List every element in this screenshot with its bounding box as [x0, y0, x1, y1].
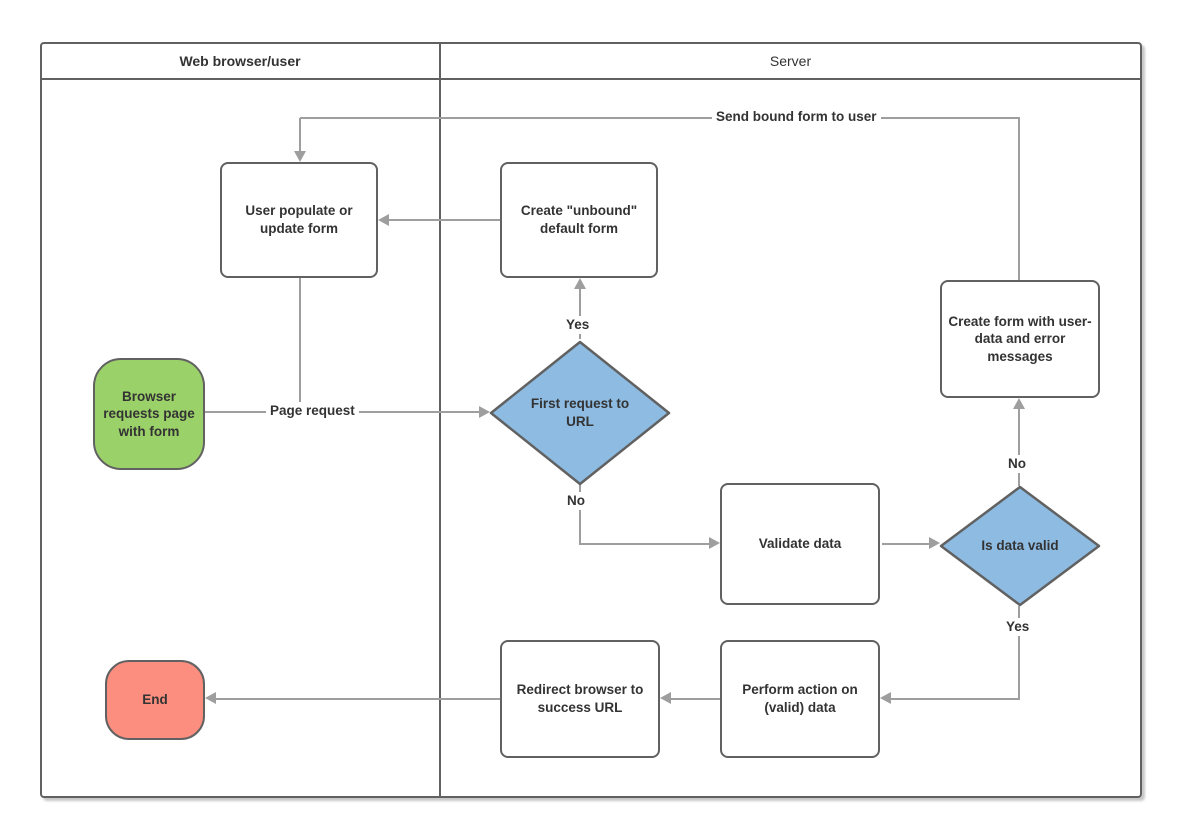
node-start: Browser requests page with form: [93, 358, 205, 470]
lane-header-server-label: Server: [769, 53, 812, 69]
edge-label-page-request: Page request: [266, 402, 359, 421]
arrowhead-into-validate-data: [709, 537, 720, 549]
edge-user-form-submit: [299, 278, 301, 413]
node-perform-action-label: Perform action on (valid) data: [742, 682, 858, 715]
edge-label-is-valid-no: No: [1004, 455, 1030, 474]
edge-validate-to-decision: [882, 543, 930, 545]
node-create-form-errors: Create form with user-data and error mes…: [940, 280, 1100, 398]
decision-diamond-shape: [939, 485, 1101, 607]
arrowhead-into-is-data-valid: [929, 537, 940, 549]
edge-perform-to-redirect: [671, 698, 720, 700]
node-validate-data-label: Validate data: [758, 536, 842, 552]
edge-send-bound-form-left-vertical: [299, 118, 301, 151]
node-is-data-valid-label: Is data valid: [981, 538, 1059, 554]
node-user-populate: User populate or update form: [220, 162, 378, 278]
node-create-unbound: Create "unbound" default form: [500, 162, 658, 278]
node-create-form-errors-label: Create form with user-data and error mes…: [948, 313, 1092, 364]
node-perform-action: Perform action on (valid) data: [720, 640, 880, 758]
arrowhead-into-user-populate-right: [378, 214, 389, 226]
arrowhead-into-perform-action: [880, 692, 891, 704]
arrowhead-into-end: [205, 692, 216, 704]
edge-is-valid-yes-horizontal: [891, 698, 1020, 700]
node-validate-data: Validate data: [720, 483, 880, 605]
node-first-request-label: First request to URL: [530, 396, 630, 429]
node-create-unbound-label: Create "unbound" default form: [520, 203, 638, 236]
lane-divider: [439, 42, 441, 798]
node-redirect-browser: Redirect browser to success URL: [500, 640, 660, 758]
edge-is-valid-no: [1018, 409, 1020, 486]
node-user-populate-label: User populate or update form: [245, 203, 353, 236]
arrowhead-into-user-populate-top: [294, 151, 306, 162]
arrowhead-into-create-form-errors: [1013, 398, 1025, 409]
node-end: End: [105, 660, 205, 740]
edge-redirect-to-end: [216, 698, 500, 700]
decision-diamond-shape: [489, 340, 671, 486]
node-first-request: First request to URL: [488, 339, 672, 487]
node-start-label: Browser requests page with form: [103, 388, 195, 439]
edge-label-first-request-yes: Yes: [562, 316, 594, 335]
lane-header-browser-label: Web browser/user: [179, 53, 301, 69]
edge-unbound-to-user-populate: [389, 219, 500, 221]
arrowhead-into-create-unbound: [574, 278, 586, 289]
edge-send-bound-form-horizontal: [300, 117, 1020, 119]
header-row-divider: [40, 78, 1142, 80]
edge-first-request-no-vertical: [579, 483, 581, 545]
edge-label-first-request-no: No: [563, 492, 589, 511]
edge-first-request-yes: [579, 289, 581, 339]
edge-label-send-bound-form: Send bound form to user: [712, 108, 881, 127]
arrowhead-into-first-request: [479, 406, 490, 418]
swimlane-frame: [40, 42, 1142, 798]
edge-is-valid-yes-vertical: [1018, 606, 1020, 700]
lane-header-server: Server: [441, 44, 1140, 78]
node-is-data-valid: Is data valid: [938, 484, 1102, 608]
lane-header-browser: Web browser/user: [42, 44, 438, 78]
arrowhead-into-redirect-browser: [660, 692, 671, 704]
edge-label-is-valid-yes: Yes: [1002, 618, 1034, 637]
edge-first-request-no-horizontal: [579, 543, 709, 545]
edge-send-bound-form-right-vertical: [1018, 118, 1020, 280]
node-redirect-browser-label: Redirect browser to success URL: [516, 682, 644, 715]
node-end-label: End: [142, 692, 168, 708]
